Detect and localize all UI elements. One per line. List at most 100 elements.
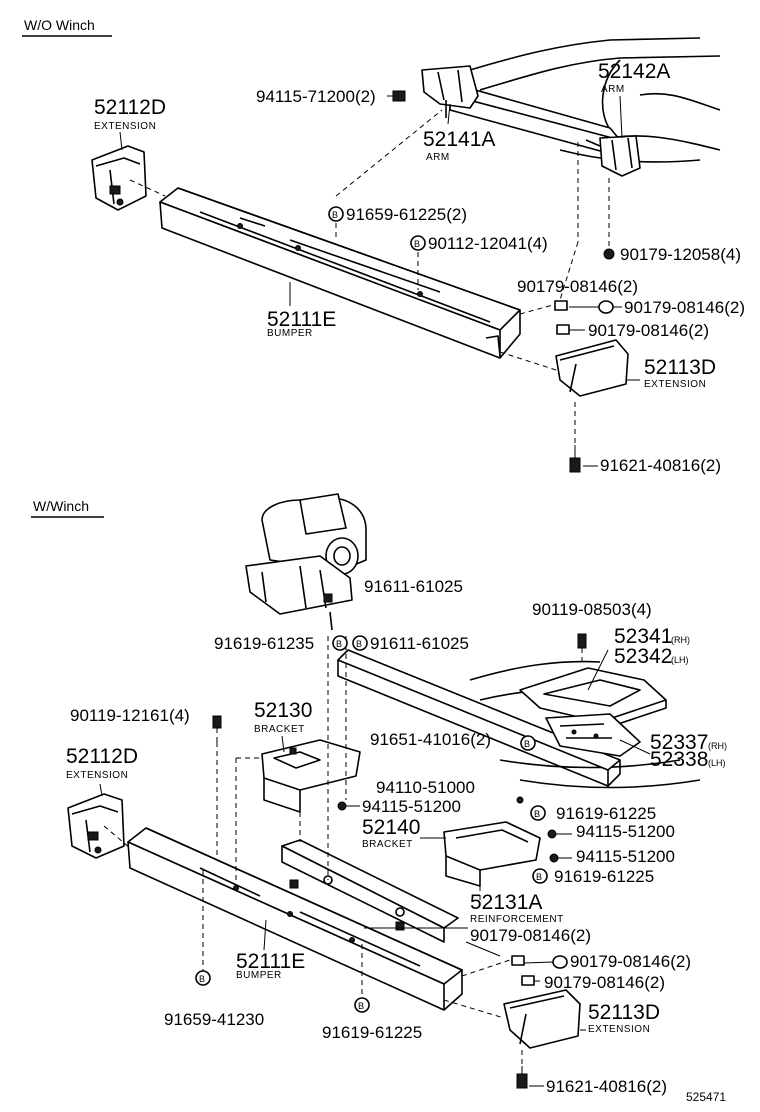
svg-text:B: B (358, 1001, 364, 1011)
bumper-52111e-top (159, 187, 521, 359)
svg-text:B: B (199, 974, 205, 984)
label-bumper-bottom: BUMPER (236, 970, 282, 981)
label-91621-40816-top: 91621-40816(2) (600, 456, 721, 475)
label-52113d-bottom: 52113D (588, 1001, 660, 1024)
leader-lines-bottom (99, 649, 651, 1031)
nut-90179-12058 (603, 248, 615, 260)
leaders-bottom (103, 636, 523, 1066)
label-extension-bottom-right: EXTENSION (588, 1024, 650, 1035)
svg-text:B: B (336, 639, 342, 649)
label-90179-08146-right: 90179-08146(2) (624, 298, 745, 317)
svg-text:B: B (534, 809, 540, 819)
bolt-90119-12161 (212, 715, 222, 742)
nut-90179-08146-d (511, 955, 525, 966)
label-52338: 52338 (650, 748, 708, 771)
label-52111e-bottom: 52111E (236, 950, 305, 973)
section-header-w-winch: W/Winch (31, 498, 104, 518)
label-bracket-52130: BRACKET (254, 724, 305, 735)
label-91651-41016: 91651-41016(2) (370, 730, 491, 749)
label-94115-51200-b: 94115-51200 (576, 822, 675, 841)
label-90179-08146-right-b: 90179-08146(2) (570, 952, 691, 971)
label-reinforcement: REINFORCEMENT (470, 914, 564, 925)
bracket-52140 (443, 821, 541, 887)
label-90179-08146-lower-b: 90179-08146(2) (544, 973, 665, 992)
leader-lines-top (119, 95, 640, 381)
label-94115-51200-a: 94115-51200 (362, 797, 461, 816)
frame-rails-top (421, 37, 721, 177)
label-52140: 52140 (362, 816, 420, 839)
label-90119-08503: 90119-08503(4) (532, 600, 652, 619)
label-52131a: 52131A (470, 891, 542, 914)
label-91619-61235: 91619-61235 (214, 634, 314, 653)
label-90179-08146-upper-b: 90179-08146(2) (470, 926, 591, 945)
bolt-marker-91651-41016: B (520, 735, 536, 751)
label-91619-61225-a: 91619-61225 (556, 804, 656, 823)
bracket-52337 (545, 713, 641, 757)
winch-assembly (245, 493, 367, 631)
label-90179-12058: 90179-12058(4) (620, 245, 741, 264)
label-91659-61225: 91659-61225(2) (346, 205, 467, 224)
bolt-90119-08503 (577, 633, 587, 666)
label-52341-side: (RH) (671, 635, 690, 645)
label-52342-side: (LH) (671, 655, 689, 665)
reinforcement-52131a (281, 839, 459, 943)
label-arm-52142a: ARM (601, 84, 625, 95)
bolt-marker-91659-61225: B (328, 206, 344, 222)
nut-94115-51200-c (549, 853, 559, 863)
label-bumper-top: BUMPER (267, 328, 313, 339)
label-52338-side: (LH) (708, 758, 726, 768)
bolt-91621-40816-top (569, 445, 581, 473)
label-52130: 52130 (254, 699, 312, 722)
label-90119-12161: 90119-12161(4) (70, 706, 190, 725)
winch-plate-52341 (519, 667, 667, 731)
bolt-marker-91659-41230: B (195, 970, 211, 986)
leaders-top (129, 109, 610, 445)
nut-90179-08146-e (552, 955, 568, 969)
label-91621-40816-bottom: 91621-40816(2) (546, 1077, 667, 1096)
label-52341: 52341 (614, 625, 672, 648)
svg-text:B: B (356, 639, 362, 649)
extension-52112d-top (91, 145, 147, 211)
section-title-wo-winch: W/O Winch (24, 17, 95, 33)
label-extension-bottom-left: EXTENSION (66, 770, 128, 781)
extension-52113d-bottom (503, 989, 581, 1049)
label-91619-61225-b: 91619-61225 (554, 867, 654, 886)
bolt-marker-91619-61235: B (332, 635, 348, 651)
label-extension-top-left: EXTENSION (94, 121, 156, 132)
label-91619-61225-c: 91619-61225 (322, 1023, 422, 1042)
frame-rails-bottom (337, 649, 701, 789)
nut-94110-51000 (516, 796, 524, 804)
label-52337-side: (RH) (708, 741, 727, 751)
bolt-91621-40816-bottom (516, 1066, 528, 1089)
label-bracket-52140: BRACKET (362, 839, 413, 850)
svg-text:B: B (536, 872, 542, 882)
bolt-94115-71200 (387, 90, 406, 102)
bolt-marker-91619-61225-b: B (532, 868, 548, 884)
label-52112d-bottom: 52112D (66, 745, 138, 768)
label-52342: 52342 (614, 645, 672, 668)
label-91611-61025-bolt: 91611-61025 (370, 634, 469, 653)
label-94110-51000: 94110-51000 (376, 778, 475, 797)
label-52112d-top: 52112D (94, 96, 166, 119)
label-91611-61025-winch: 91611-61025 (364, 577, 463, 596)
label-52337: 52337 (650, 731, 708, 754)
svg-text:B: B (414, 239, 420, 249)
label-52142a: 52142A (598, 60, 670, 83)
nut-94115-51200-b (547, 829, 557, 839)
extension-52112d-bottom (67, 793, 125, 859)
nut-90179-08146-f (521, 975, 535, 986)
nut-90179-08146-c (556, 324, 570, 335)
label-52111e-top: 52111E (267, 308, 336, 331)
bolt-marker-91619-61225-c: B (354, 997, 370, 1013)
nut-94115-51200-a (337, 801, 347, 811)
nut-90179-08146-b (598, 300, 614, 314)
bolt-marker-91619-61225-a: B (530, 805, 546, 821)
label-90179-08146-upper: 90179-08146(2) (517, 277, 638, 296)
extension-52113d-top (555, 339, 629, 397)
label-extension-top-right: EXTENSION (644, 379, 706, 390)
bolt-marker-90112-12041: B (410, 235, 426, 251)
bracket-52130 (261, 739, 361, 813)
label-94115-51200-c: 94115-51200 (576, 847, 675, 866)
nut-90179-08146-a (554, 300, 568, 311)
